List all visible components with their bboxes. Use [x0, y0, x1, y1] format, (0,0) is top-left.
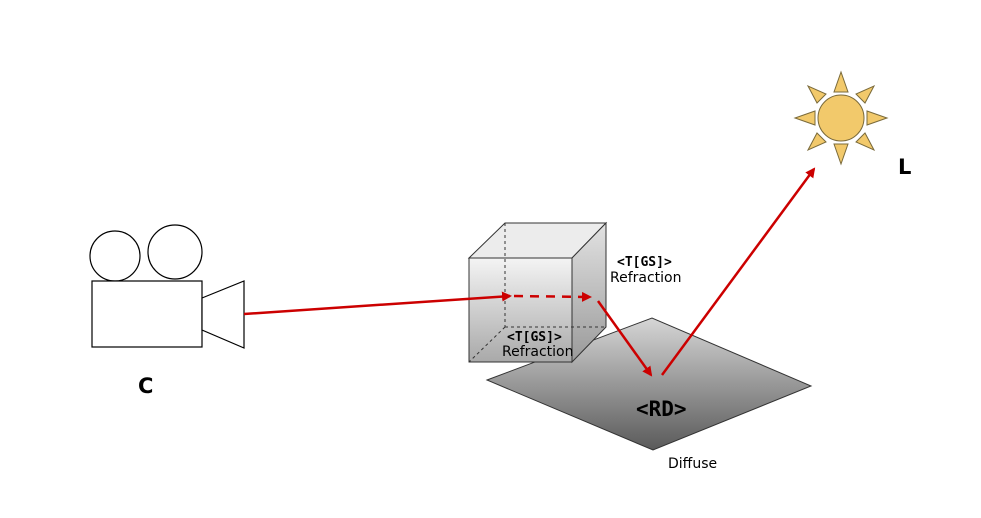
glass-material-text-inner: Refraction — [502, 344, 574, 360]
camera-reel-left — [89, 230, 141, 282]
sun-disc — [817, 94, 865, 142]
floor-material-text: Diffuse — [668, 456, 717, 472]
sun-icon — [793, 70, 889, 166]
sun-ray — [855, 84, 876, 104]
ray-floor-to-light — [660, 167, 816, 376]
ray-camera-to-cube — [243, 291, 512, 316]
sun-ray — [855, 132, 876, 152]
camera-icon — [89, 224, 245, 349]
ray-cube-to-floor — [596, 300, 653, 377]
camera-body — [91, 280, 203, 348]
glass-material-code-top: <T[GS]> — [617, 255, 672, 270]
sun-ray — [833, 70, 849, 93]
sun-ray — [806, 132, 827, 152]
sun-ray — [806, 84, 827, 104]
floor-material-code: <RD> — [636, 397, 687, 421]
glass-cube — [467, 221, 608, 364]
glass-material-code-inner: <T[GS]> — [507, 330, 562, 345]
camera-label: C — [138, 374, 153, 398]
light-ray-path — [243, 167, 816, 377]
light-label: L — [898, 155, 911, 179]
cube-hidden-edge-diagonal — [468, 326, 506, 363]
sun-ray — [793, 110, 816, 126]
glass-material-text-top: Refraction — [610, 270, 682, 286]
sun-ray — [833, 143, 849, 166]
camera-lens — [201, 280, 245, 349]
sun-ray — [866, 110, 889, 126]
ray-inside-cube — [513, 291, 592, 302]
camera-reel-right — [147, 224, 203, 280]
